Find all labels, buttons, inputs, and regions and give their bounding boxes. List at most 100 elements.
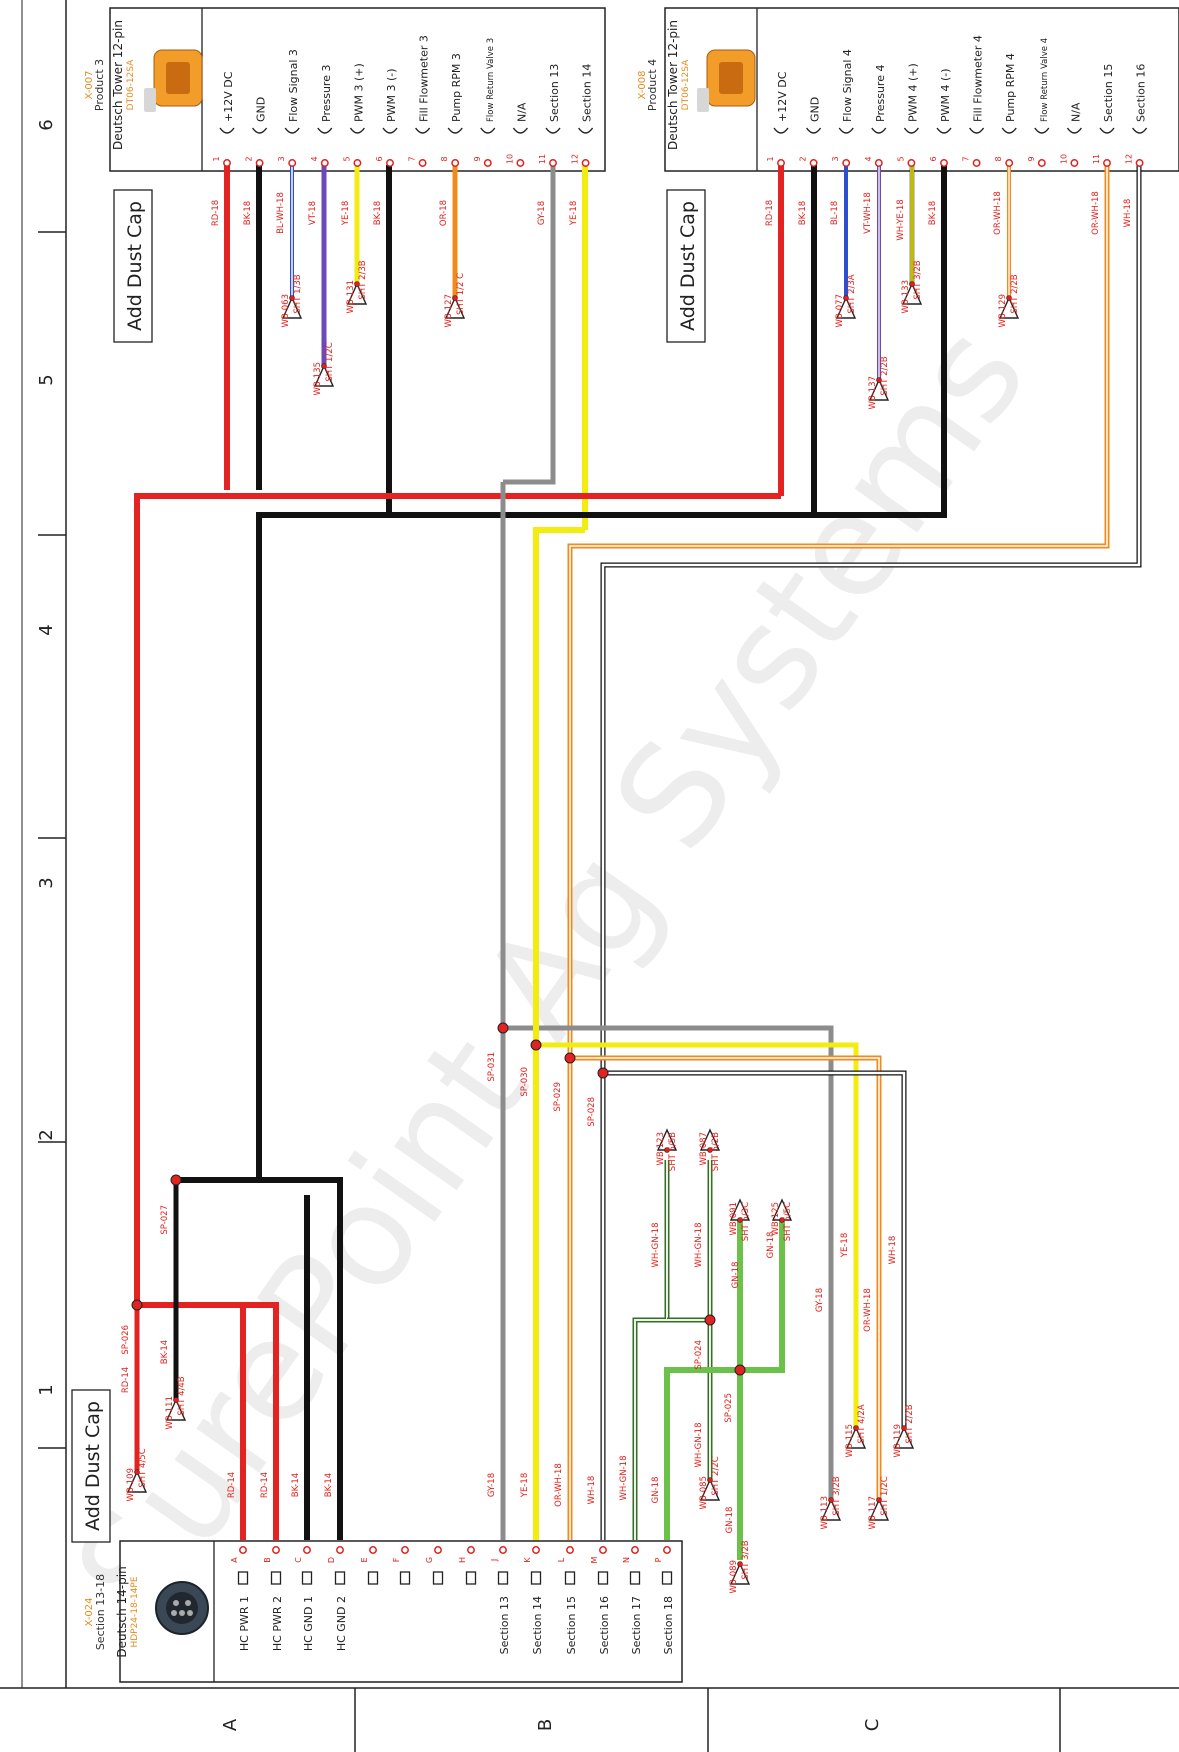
pin-number: 3 bbox=[277, 156, 286, 161]
pin-B[interactable]: BHC PWR 2 bbox=[263, 1546, 284, 1651]
pin-letter: P bbox=[654, 1557, 663, 1562]
column-label: 6 bbox=[36, 119, 57, 130]
column-dividers bbox=[38, 231, 66, 1449]
connector-part: DT06-12SA bbox=[126, 59, 136, 110]
wb-label: WB-123 bbox=[656, 1132, 666, 1166]
wire-rd-14 bbox=[137, 1302, 279, 1540]
pin-label: Section 14 bbox=[581, 64, 594, 122]
wb-label: WB-111 bbox=[165, 1396, 175, 1430]
pin-number: 2 bbox=[799, 156, 808, 161]
pin-C[interactable]: CHC GND 1 bbox=[294, 1546, 315, 1651]
wb-label: WB-077 bbox=[835, 294, 845, 328]
wb-label: WB-089 bbox=[729, 1560, 739, 1594]
wire-label: GN-18 bbox=[731, 1262, 741, 1289]
pin-1[interactable]: 1+12V DC bbox=[212, 71, 235, 167]
pin-label: Flow Signal 4 bbox=[841, 49, 854, 122]
splice-labels: SP-026SP-027SP-031SP-030SP-029SP-028SP-0… bbox=[121, 1052, 734, 1423]
connector-title: Product 3 bbox=[93, 59, 106, 111]
pin-number: 10 bbox=[505, 154, 514, 164]
pin-E[interactable]: E bbox=[360, 1546, 379, 1585]
wb-label: WB-119 bbox=[893, 1424, 903, 1458]
splice-label: SP-030 bbox=[520, 1067, 530, 1097]
pin-number: 1 bbox=[766, 156, 775, 161]
wire-label: VT-WH-18 bbox=[863, 192, 873, 234]
pin-H[interactable]: H bbox=[458, 1546, 477, 1585]
sheet-ref: SHT 2/2B bbox=[1010, 274, 1020, 313]
sheet-ref: SHT 2/2C bbox=[711, 1456, 721, 1495]
pin-number: 4 bbox=[864, 156, 873, 161]
splice-label: SP-029 bbox=[553, 1082, 563, 1112]
pin-letter: H bbox=[458, 1557, 467, 1563]
wire-label: WH-GN-18 bbox=[619, 1455, 629, 1500]
wire-label: YE-18 bbox=[341, 201, 351, 226]
connector-photo-x008 bbox=[697, 49, 756, 112]
pin-G[interactable]: G bbox=[425, 1546, 444, 1585]
pin-number: 8 bbox=[440, 156, 449, 161]
wire-ye-branch bbox=[536, 1042, 859, 1428]
pin-D[interactable]: DHC GND 2 bbox=[327, 1546, 348, 1651]
pin-F[interactable]: F bbox=[392, 1546, 411, 1585]
row-label: B bbox=[535, 1719, 556, 1731]
pin-label: Section 16 bbox=[1135, 64, 1148, 122]
pin-10[interactable]: 10N/A bbox=[505, 102, 528, 167]
pin-1[interactable]: 1+12V DC bbox=[766, 71, 789, 167]
connector-x024[interactable] bbox=[119, 1540, 683, 1683]
connector-photo-x007 bbox=[144, 49, 203, 112]
connector-type: Deutsch Tower 12-pin bbox=[111, 20, 125, 150]
wb-label: WB-131 bbox=[346, 280, 356, 314]
pin-10[interactable]: 10N/A bbox=[1059, 102, 1082, 167]
splice-label: SP-031 bbox=[487, 1052, 497, 1082]
pin-A[interactable]: AHC PWR 1 bbox=[230, 1546, 251, 1651]
pin-label: Section 13 bbox=[548, 64, 561, 122]
column-label: 3 bbox=[36, 877, 57, 888]
